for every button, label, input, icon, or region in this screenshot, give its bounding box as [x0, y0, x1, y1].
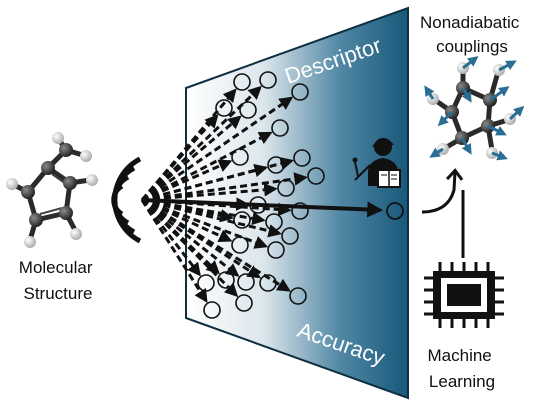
descriptor-node: [233, 73, 251, 91]
descriptor-node: [231, 236, 249, 254]
dashed-arrow: [141, 198, 282, 238]
descriptor-node: [293, 149, 311, 167]
molecule-label: Molecular Structure: [19, 258, 97, 303]
cpu-chip-icon: [424, 262, 504, 328]
descriptor-node: [231, 148, 249, 166]
signal-fan-icon: [111, 156, 142, 244]
descriptor-node: [237, 273, 255, 291]
molecule-ball-stick-icon: [6, 132, 98, 248]
descriptor-node: [203, 301, 221, 319]
descriptor-node: [239, 101, 257, 119]
output-arrow: [421, 168, 464, 214]
descriptor-node: [233, 211, 251, 229]
dashed-arrow: [141, 172, 308, 202]
descriptor-node: [289, 287, 307, 305]
descriptor-node: [197, 274, 215, 292]
descriptor-node: [277, 179, 295, 197]
dashed-arrow: [141, 131, 273, 202]
dashed-arrow: [141, 159, 233, 202]
dashed-arrow: [141, 157, 295, 202]
descriptor-node: [235, 294, 253, 312]
dashed-arrow: [140, 199, 208, 303]
descriptor-node: [267, 156, 285, 174]
dashed-arrow: [141, 198, 240, 277]
descriptor-node: [291, 202, 309, 220]
descriptor-node: [271, 119, 289, 137]
descriptor-node: [215, 99, 233, 117]
descriptor-node: [249, 196, 267, 214]
descriptor-node: [259, 71, 277, 89]
selected-path-arrow: [141, 198, 384, 218]
descriptor-node: [259, 274, 277, 292]
dashed-arrow: [140, 114, 219, 201]
dashed-arrow: [141, 96, 294, 202]
descriptor-node: [265, 213, 283, 231]
dashed-arrow: [141, 198, 266, 226]
descriptor-node: [291, 83, 309, 101]
molecule-with-vectors-icon: [424, 56, 525, 161]
selected-descriptor-node: [386, 202, 404, 220]
nac-label: Nonadiabatic couplings: [420, 13, 524, 56]
descriptor-nodes: [197, 71, 404, 319]
descriptor-node: [281, 227, 299, 245]
descriptor-node: [217, 271, 235, 289]
dashed-arrow: [140, 198, 239, 298]
teacher-icon: [352, 137, 401, 188]
descriptor-node: [307, 167, 325, 185]
descriptor-node: [267, 241, 285, 259]
ml-label: Machine Learning: [428, 346, 497, 391]
